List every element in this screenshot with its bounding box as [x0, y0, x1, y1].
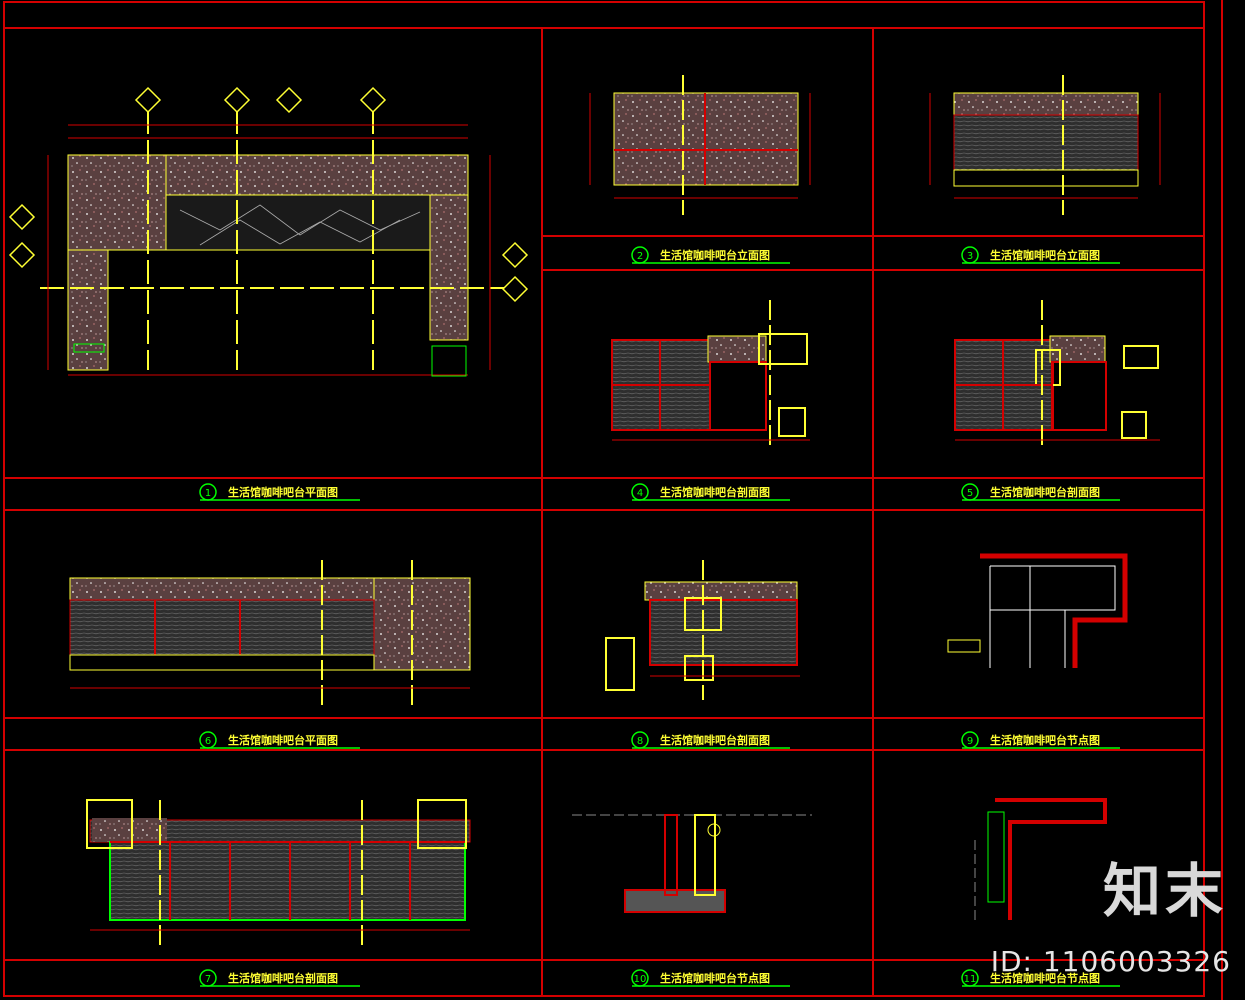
- panel-7-section-drawing: [86, 799, 471, 950]
- panel-5-number: 5: [967, 488, 973, 499]
- panel-9-title: 生活馆咖啡吧台节点图: [990, 733, 1100, 747]
- panel-1-title: 生活馆咖啡吧台平面图: [228, 485, 338, 499]
- panel-8-number: 8: [637, 736, 643, 747]
- panel-4-section-drawing: [611, 300, 810, 450]
- panel-8-title: 生活馆咖啡吧台剖面图: [660, 733, 770, 747]
- sheet-frame: [3, 0, 1223, 1000]
- panel-11-title: 生活馆咖啡吧台节点图: [990, 971, 1100, 985]
- panel-title-markers: [199, 246, 1120, 987]
- panel-5-section-drawing: [954, 300, 1160, 450]
- panel-7-title: 生活馆咖啡吧台剖面图: [228, 971, 338, 985]
- panel-10-title: 生活馆咖啡吧台节点图: [660, 971, 770, 985]
- panel-11-number: 11: [964, 974, 977, 985]
- panel-3-title: 生活馆咖啡吧台立面图: [990, 248, 1100, 262]
- panel-8-section-drawing: [605, 560, 800, 700]
- watermark-brand: 知末: [1102, 857, 1227, 925]
- panel-6-title: 生活馆咖啡吧台平面图: [228, 733, 338, 747]
- panel-4-title: 生活馆咖啡吧台剖面图: [660, 485, 770, 499]
- panel-6-number: 6: [205, 736, 211, 747]
- panel-1-number: 1: [205, 488, 211, 499]
- panel-11-node-drawing: [974, 798, 1107, 920]
- panel-4-number: 4: [637, 488, 643, 499]
- panel-10-number: 10: [634, 974, 647, 985]
- panel-1-plan-drawing: [8, 86, 529, 377]
- panel-3-number: 3: [967, 251, 973, 262]
- panel-5-title: 生活馆咖啡吧台剖面图: [990, 485, 1100, 499]
- panel-7-number: 7: [205, 974, 211, 985]
- panel-2-number: 2: [637, 251, 643, 262]
- panel-2-title: 生活馆咖啡吧台立面图: [660, 248, 770, 262]
- panel-9-number: 9: [967, 736, 973, 747]
- panel-3-elevation-drawing: [929, 75, 1161, 215]
- panel-10-node-drawing: [572, 814, 812, 913]
- watermark-id: ID: 1106003326: [990, 945, 1231, 978]
- panel-2-elevation-drawing: [589, 75, 811, 215]
- panel-6-plan-drawing: [69, 560, 471, 710]
- panel-9-node-drawing: [947, 553, 1128, 668]
